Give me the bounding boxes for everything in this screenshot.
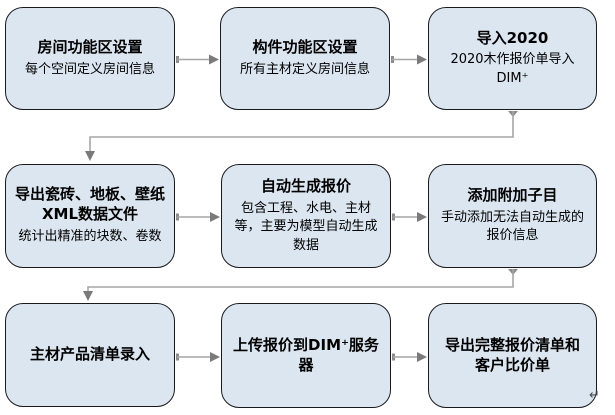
flow-node-import-2020: 导入2020 2020木作报价单导入DIM⁺: [428, 7, 597, 110]
flow-node-add-subitems: 添加附加子目 手动添加无法自动生成的报价信息: [428, 164, 597, 268]
node-subtitle: 包含工程、水电、主材等，主要为模型自动生成数据: [234, 200, 378, 253]
arrow-right-icon: [176, 352, 220, 362]
arrow-right-icon: [392, 352, 427, 362]
elbow-connector-down-icon: [83, 269, 518, 301]
node-subtitle: 2020木作报价单导入DIM⁺: [450, 52, 575, 86]
arrow-right-icon: [176, 54, 219, 65]
node-title: 导入2020: [476, 28, 549, 47]
elbow-connector-down-icon: [85, 111, 518, 161]
node-title: 主材产品清单录入: [29, 345, 150, 364]
node-title: 房间功能区设置: [37, 37, 143, 56]
arrow-right-icon: [176, 212, 220, 222]
node-title: 上传报价到DIM⁺服务器: [233, 335, 379, 374]
node-title: 导出完整报价清单和客户比价单: [444, 335, 580, 374]
node-title: 添加附加子目: [467, 186, 558, 205]
node-subtitle: 手动添加无法自动生成的报价信息: [440, 209, 584, 244]
arrow-right-icon: [392, 212, 427, 222]
flow-node-material-list-entry: 主材产品清单录入: [5, 303, 175, 407]
node-subtitle: 每个空间定义房间信息: [24, 61, 155, 77]
flow-node-export-final-quote: 导出完整报价清单和客户比价单: [428, 303, 597, 408]
flow-node-room-function-setup: 房间功能区设置 每个空间定义房间信息: [5, 7, 175, 110]
flow-node-component-function-setup: 构件功能区设置 所有主材定义房间信息: [220, 7, 390, 110]
paragraph-mark: ↵: [589, 388, 600, 403]
node-subtitle: 统计出精准的块数、卷数: [18, 229, 162, 245]
flow-node-upload-quote: 上传报价到DIM⁺服务器: [221, 303, 391, 408]
flow-node-export-xml: 导出瓷砖、地板、壁纸XML数据文件 统计出精准的块数、卷数: [5, 164, 175, 268]
node-title: 导出瓷砖、地板、壁纸XML数据文件: [15, 185, 166, 224]
node-title: 自动生成报价: [260, 176, 351, 195]
arrow-right-icon: [391, 54, 427, 65]
node-title: 构件功能区设置: [252, 37, 358, 56]
node-subtitle: 所有主材定义房间信息: [239, 61, 370, 77]
flow-node-auto-quote: 自动生成报价 包含工程、水电、主材等，主要为模型自动生成数据: [221, 164, 391, 268]
